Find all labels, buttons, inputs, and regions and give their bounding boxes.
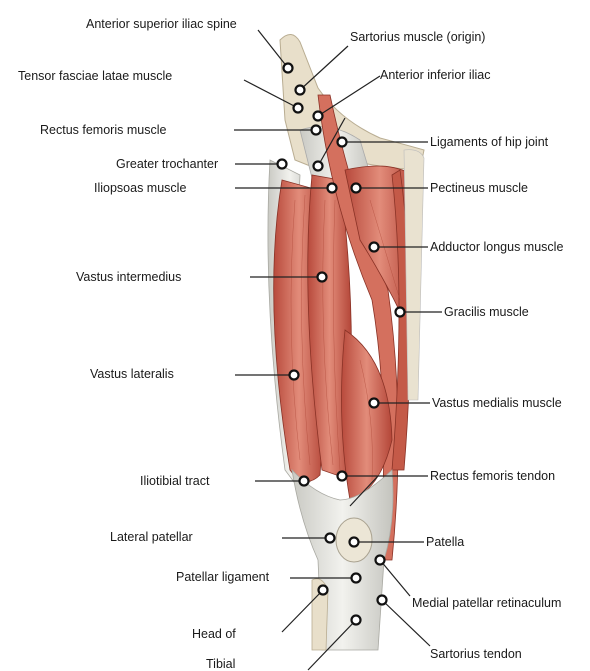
label-ligaments-of-hip-joint: Ligaments of hip joint <box>430 135 549 149</box>
knee-tendon-region <box>291 468 394 651</box>
label-anterior-superior-iliac-spine: Anterior superior iliac spine <box>86 17 237 31</box>
label-pectineus-muscle: Pectineus muscle <box>430 181 528 195</box>
label-tensor-fasciae-latae-muscle: Tensor fasciae latae muscle <box>18 69 173 83</box>
marker-dots <box>276 62 406 626</box>
label-sartorius-muscle-origin: Sartorius muscle (origin) <box>350 30 486 44</box>
label-adductor-longus-muscle: Adductor longus muscle <box>430 240 564 254</box>
label-lateral-patellar: Lateral patellar <box>110 530 193 544</box>
femur-medial-edge <box>403 149 425 401</box>
label-gracilis-muscle: Gracilis muscle <box>444 305 529 319</box>
label-iliotibial-tract: Iliotibial tract <box>140 474 210 488</box>
label-rectus-femoris-muscle: Rectus femoris muscle <box>40 123 167 137</box>
label-medial-patellar-retinaculum: Medial patellar retinaculum <box>412 596 562 610</box>
label-patellar-ligament: Patellar ligament <box>176 570 270 584</box>
label-rectus-femoris-tendon: Rectus femoris tendon <box>430 469 556 483</box>
label-iliopsoas-muscle: Iliopsoas muscle <box>94 181 187 195</box>
label-head-of: Head of <box>192 627 236 641</box>
leader-lines <box>234 29 442 671</box>
label-sartorius-tendon: Sartorius tendon <box>430 647 522 661</box>
label-greater-trochanter: Greater trochanter <box>116 157 219 171</box>
label-vastus-lateralis: Vastus lateralis <box>90 367 174 381</box>
label-vastus-intermedius: Vastus intermedius <box>76 270 182 284</box>
label-tibial: Tibial <box>206 657 236 671</box>
label-patella: Patella <box>426 535 465 549</box>
vastus-medialis-shape <box>341 329 393 501</box>
muscle-fibres <box>290 194 401 481</box>
label-anterior-inferior-iliac: Anterior inferior iliac <box>380 68 491 82</box>
label-vastus-medialis-muscle: Vastus medialis muscle <box>432 396 562 410</box>
